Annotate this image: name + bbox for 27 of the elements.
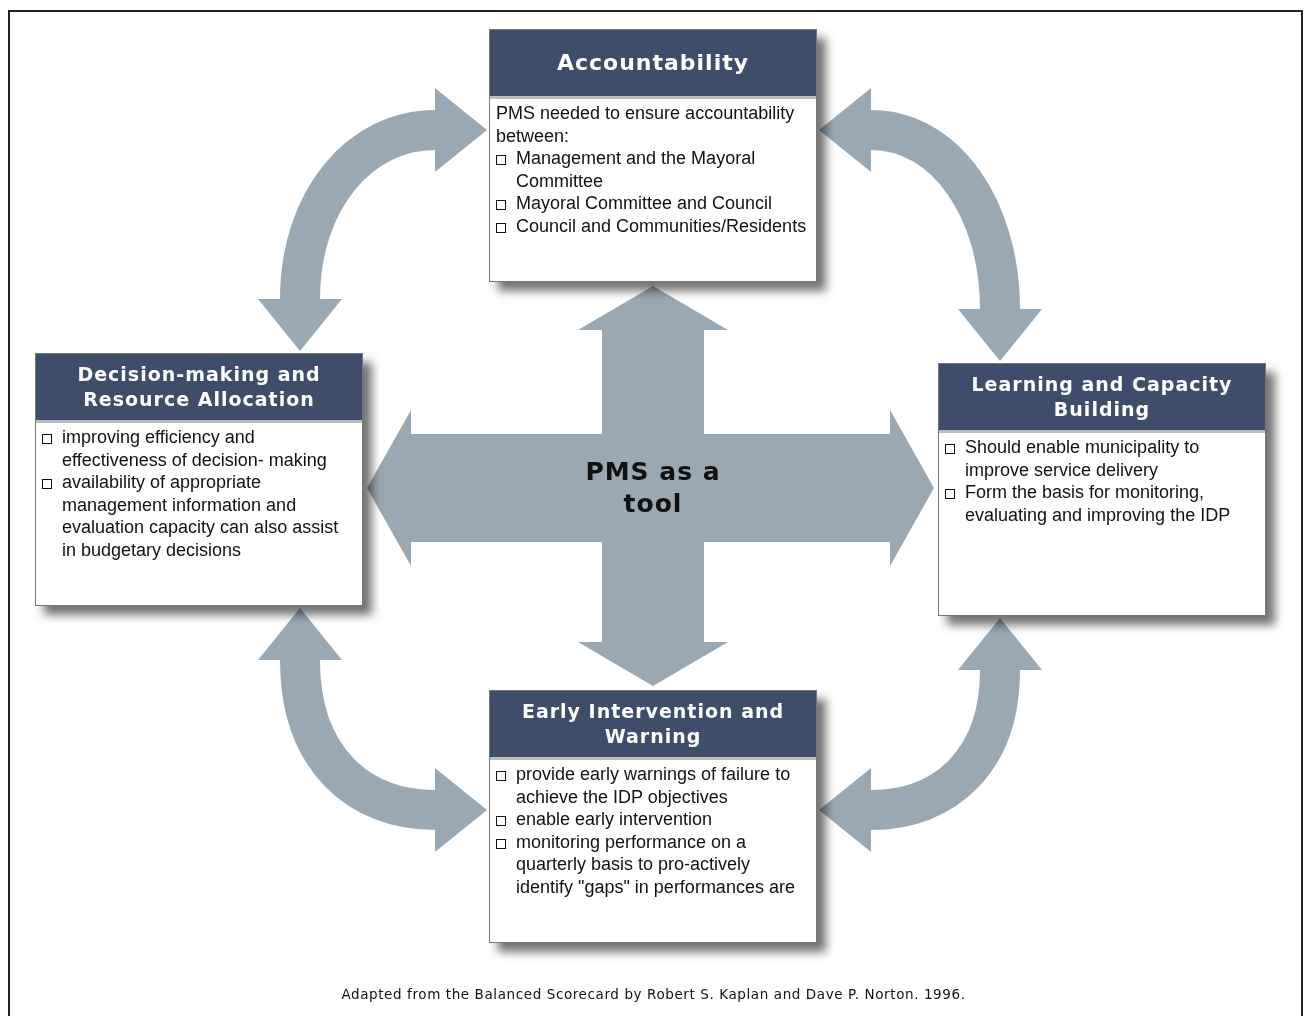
bullet-item: Should enable municipality to improve service delivery (945, 436, 1259, 481)
block-arrow (367, 410, 560, 566)
info-card (489, 690, 817, 943)
bullet-item: enable early intervention (496, 808, 810, 831)
info-card (35, 353, 363, 606)
center-label: PMS as a tool (584, 456, 722, 520)
curved-arrow (819, 618, 1042, 852)
bullet-item: Form the basis for monitoring, evaluating and improving the IDP (945, 481, 1259, 526)
caption: Adapted from the Balanced Scorecard by Robert S. Kaplan and Dave P. Norton. 1996. (340, 986, 967, 1002)
bullet-item: Council and Communities/Residents (496, 214, 810, 237)
bullet-item: monitoring performance on a quarterly basis to pro-actively identify "gaps" in performances are (496, 830, 810, 898)
card-header: Accountability (490, 30, 816, 99)
info-card (489, 29, 817, 282)
card-header: Decision-making and Resource Allocation (36, 354, 362, 423)
bullet-item: Mayoral Committee and Council (496, 192, 810, 215)
block-arrow (746, 410, 934, 566)
info-card (938, 363, 1266, 616)
card-header: Early Intervention and Warning (490, 691, 816, 760)
block-arrow (578, 542, 728, 686)
curved-arrow (258, 88, 487, 351)
intro-text: PMS needed to ensure accountability between: (496, 102, 796, 147)
curved-arrow (258, 608, 487, 852)
curved-arrow (819, 88, 1042, 361)
block-arrow (578, 286, 728, 434)
bullet-item: Management and the Mayoral Committee (496, 147, 810, 192)
card-header: Learning and Capacity Building (939, 364, 1265, 433)
bullet-item: availability of appropriate management information and evaluation capacity can also assist in budgetary decisions (42, 471, 356, 561)
